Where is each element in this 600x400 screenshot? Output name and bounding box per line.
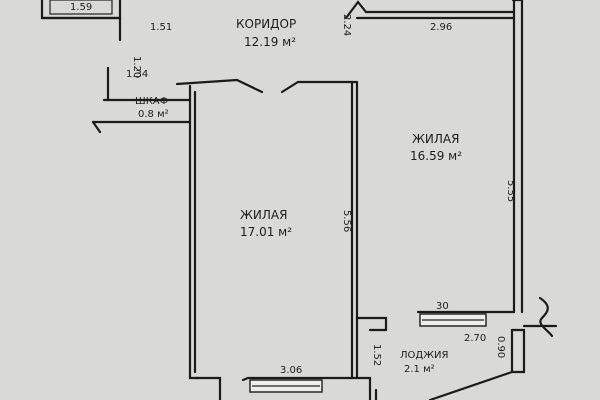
dim-2-96: 2.96 [430,22,452,33]
dim-1-52: 1.52 [371,344,382,366]
closet-area: 0.8 м² [138,109,169,120]
dim-5-56: 5.56 [341,210,352,232]
dim-30: 30 [436,301,449,312]
loggia-area: 2.1 м² [404,364,435,375]
loggia-name: ЛОДЖИЯ [400,350,448,361]
corridor-area: 12.19 м² [244,35,296,49]
bottom-walls [193,316,388,400]
bedroom-left-area: 17.01 м² [240,225,292,239]
dim-1-20: 1.20 [131,56,142,78]
top-left-box-label: 1.59 [70,2,92,13]
dim-5-55: 5.55 [505,180,516,202]
bedroom-left-name: ЖИЛАЯ [240,208,287,222]
bedroom-left-walls [175,78,359,380]
bedroom-right-name: ЖИЛАЯ [412,132,459,146]
closet-name: ШКАФ [135,96,169,107]
dim-1-34: 1.34 [126,69,148,80]
bedroom-right-area: 16.59 м² [410,149,462,163]
dim-3-06: 3.06 [280,365,302,376]
corridor-name: КОРИДОР [236,17,296,31]
corridor-walls [40,16,192,134]
loggia-walls [428,296,558,400]
bedroom-right-walls [344,0,524,327]
dim-0-90: 0.90 [495,336,506,358]
dim-2-70: 2.70 [464,333,486,344]
dim-2-24: 2.24 [341,14,352,36]
dim-1-51: 1.51 [150,22,172,33]
